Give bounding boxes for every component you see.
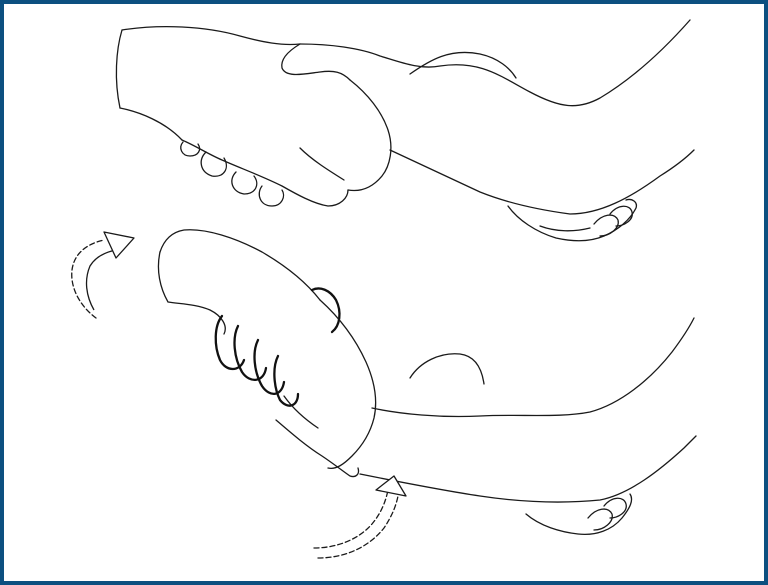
gripping-finger-1	[216, 316, 244, 369]
left-thumb	[282, 44, 350, 80]
gripping-hand-palm	[284, 396, 318, 428]
gripping-finger-3	[255, 340, 284, 394]
gripped-hand	[526, 494, 632, 534]
gripping-finger-2	[235, 326, 266, 380]
gripping-hand-back	[320, 300, 376, 468]
rotating-arm-outline	[160, 230, 320, 300]
rotate-up-arrow	[72, 232, 134, 318]
left-forearm-end	[116, 30, 122, 108]
finger-crease	[300, 148, 344, 180]
gripped-arm-top	[372, 318, 694, 417]
finger-4	[259, 186, 283, 206]
finger-3	[232, 172, 257, 194]
right-hand-palm-line	[540, 226, 590, 231]
handshake-illustration	[116, 20, 694, 241]
gripped-arm-sleeve-fold	[410, 354, 484, 384]
gripping-hand-knuckles	[276, 420, 359, 477]
gripped-arm-bottom	[360, 436, 696, 502]
left-forearm-bottom	[120, 108, 182, 140]
left-hand-back	[348, 80, 391, 190]
left-forearm-top	[122, 27, 300, 45]
right-arm-bottom	[390, 150, 694, 214]
rotating-arm-lower	[158, 252, 225, 334]
lift-forearm-arrow	[314, 476, 406, 558]
gripped-finger-b	[604, 498, 626, 518]
wrist-grip-illustration	[158, 230, 696, 535]
gripped-finger-a	[588, 509, 612, 530]
right-hand-under	[508, 199, 636, 240]
right-finger-a	[594, 215, 618, 236]
right-arm-top	[300, 20, 690, 106]
